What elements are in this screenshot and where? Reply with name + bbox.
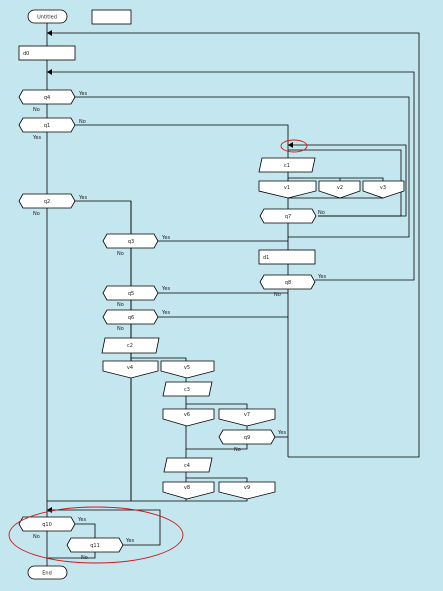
node-label: c3 [184,387,190,393]
branch-yes-label: Yes [77,517,86,523]
decision-q11[interactable]: q11 Yes No [66,537,134,561]
branch-yes-label: Yes [125,538,134,544]
node-v7[interactable]: v7 [218,408,276,427]
arrow-head [47,69,52,75]
node-label: v7 [244,412,250,418]
branch-yes-label: Yes [317,274,326,280]
start-terminal[interactable]: Untitled [27,9,68,24]
node-label: q1 [44,123,50,129]
branch-no-label: No [234,447,241,453]
branch-yes-label: Yes [32,135,41,141]
arrowheads [47,30,293,513]
node-label: q5 [128,291,134,297]
node-label: d0 [23,51,29,57]
node-label: c1 [284,163,290,169]
node-label: v1 [284,185,290,191]
decision-q1[interactable]: q1 No Yes [18,117,86,141]
node-label: q7 [285,214,291,220]
node-v8[interactable]: v8 [162,481,215,500]
node-c2[interactable]: c2 [101,337,160,354]
node-v2[interactable]: v2 [318,180,361,199]
branch-yes-label: Yes [161,310,170,316]
empty-box[interactable] [91,9,132,25]
node-v5[interactable]: v5 [160,360,215,379]
highlight-ellipse-large [8,506,184,564]
node-label: q6 [128,315,134,321]
node-label: q9 [244,435,250,441]
decision-q4[interactable]: q4 Yes No [18,89,87,113]
branch-no-label: No [117,302,124,308]
branch-no-label: No [33,107,40,113]
node-c3[interactable]: c3 [162,381,213,397]
node-label: q8 [285,280,291,286]
node-label: v2 [337,185,343,191]
node-label: q4 [44,95,50,101]
arrow-head [47,30,52,36]
node-d0[interactable]: d0 [18,45,76,61]
node-c1[interactable]: c1 [258,157,316,173]
node-label: v8 [184,485,190,491]
decision-q8[interactable]: q8 Yes No [259,274,326,298]
node-label: q3 [128,239,134,245]
branch-no-label: No [33,211,40,217]
decision-q10[interactable]: q10 Yes No [18,516,86,540]
branch-no-label: No [81,555,88,561]
node-label: d1 [263,255,269,261]
branch-yes-label: Yes [161,235,170,241]
node-v4[interactable]: v4 [102,360,159,379]
node-c4[interactable]: c4 [163,457,213,473]
highlight-ellipse-small [280,139,308,153]
node-label: v5 [184,365,190,371]
decision-q9[interactable]: q9 Yes No [218,429,286,453]
branch-no-label: No [117,326,124,332]
branch-yes-label: Yes [78,91,87,97]
branch-no-label: No [79,119,86,125]
arrow-head [288,142,293,148]
node-label: v9 [244,485,250,491]
node-label: q10 [42,522,52,528]
decision-q7[interactable]: q7 No [259,208,325,224]
arrow-head [47,507,52,513]
branch-yes-label: Yes [161,286,170,292]
decision-q2[interactable]: q2 Yes No [18,193,87,217]
branch-yes-label: Yes [78,195,87,201]
node-v9[interactable]: v9 [218,481,276,500]
node-label: v6 [184,412,190,418]
node-label: q2 [44,199,50,205]
branch-no-label: No [318,210,325,216]
node-label: v4 [127,365,133,371]
node-v1[interactable]: v1 [258,180,317,199]
start-label: Untitled [37,15,57,21]
decision-q6[interactable]: q6 Yes No [102,309,170,332]
branch-no-label: No [274,292,281,298]
node-v3[interactable]: v3 [362,180,405,199]
end-label: End [42,571,52,577]
node-v6[interactable]: v6 [162,408,215,427]
decision-q3[interactable]: q3 Yes No [102,233,170,257]
branch-yes-label: Yes [277,430,286,436]
decision-q5[interactable]: q5 Yes No [102,285,170,308]
node-d1[interactable]: d1 [258,249,316,265]
branch-no-label: No [33,534,40,540]
node-label: v3 [380,185,386,191]
node-label: q11 [90,543,100,549]
end-terminal[interactable]: End [27,565,68,580]
branch-no-label: No [117,251,124,257]
node-label: c2 [127,343,133,349]
node-label: c4 [184,463,190,469]
